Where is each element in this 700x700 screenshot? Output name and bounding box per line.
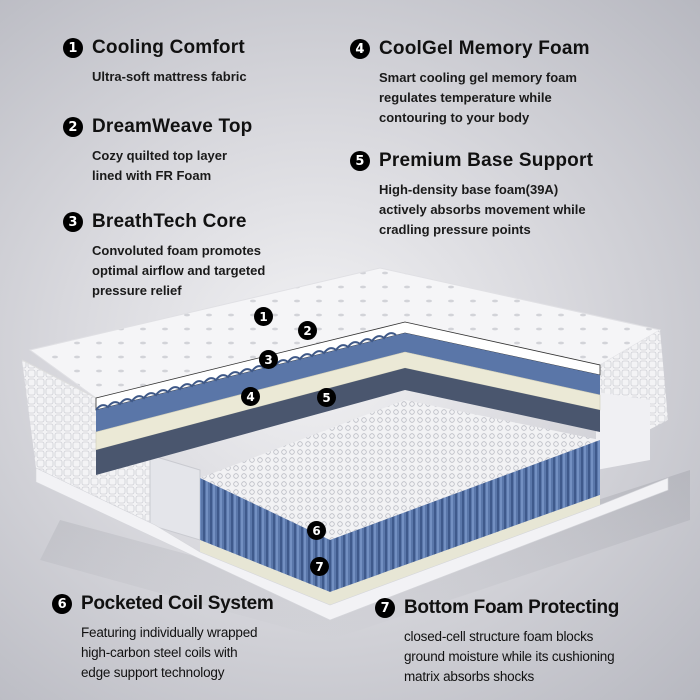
feature-description: Ultra-soft mattress fabric [92,69,247,84]
feature-title: Bottom Foam Protecting [404,597,620,618]
number-badge-icon: 4 [350,39,370,59]
feature-dreamweave-top: 2 DreamWeave Top Cozy quilted top layer … [63,116,253,186]
number-badge-icon: 2 [63,117,83,137]
feature-title: DreamWeave Top [92,116,253,137]
layer-marker-5: 5 [317,388,336,407]
feature-title: Pocketed Coil System [81,593,274,614]
layer-marker-6: 6 [307,521,326,540]
layer-marker-1: 1 [254,307,273,326]
feature-title: CoolGel Memory Foam [379,38,590,59]
feature-bottom-foam-protecting: 7 Bottom Foam Protecting closed-cell str… [375,597,619,687]
feature-breathtech-core: 3 BreathTech Core Convoluted foam promot… [63,211,265,301]
feature-description: Smart cooling gel memory foam regulates … [379,70,577,125]
layer-marker-3: 3 [259,350,278,369]
feature-title: BreathTech Core [92,211,247,232]
feature-coolgel-memory-foam: 4 CoolGel Memory Foam Smart cooling gel … [350,38,590,128]
layer-marker-2: 2 [298,321,317,340]
number-badge-icon: 5 [350,151,370,171]
feature-premium-base-support: 5 Premium Base Support High-density base… [350,150,593,240]
feature-description: Featuring individually wrapped high-carb… [81,625,258,680]
feature-title: Premium Base Support [379,150,594,171]
feature-title: Cooling Comfort [92,37,245,58]
number-badge-icon: 1 [63,38,83,58]
layer-marker-4: 4 [241,387,260,406]
feature-pocketed-coil-system: 6 Pocketed Coil System Featuring individ… [52,593,274,683]
feature-cooling-comfort: 1 Cooling Comfort Ultra-soft mattress fa… [63,37,247,87]
number-badge-icon: 7 [375,598,395,618]
feature-description: Convoluted foam promotes optimal airflow… [92,243,266,298]
feature-description: Cozy quilted top layer lined with FR Foa… [92,148,228,183]
layer-marker-7: 7 [310,557,329,576]
number-badge-icon: 3 [63,212,83,232]
feature-description: High-density base foam(39A) actively abs… [379,182,586,237]
number-badge-icon: 6 [52,594,72,614]
feature-description: closed-cell structure foam blocks ground… [404,629,615,684]
